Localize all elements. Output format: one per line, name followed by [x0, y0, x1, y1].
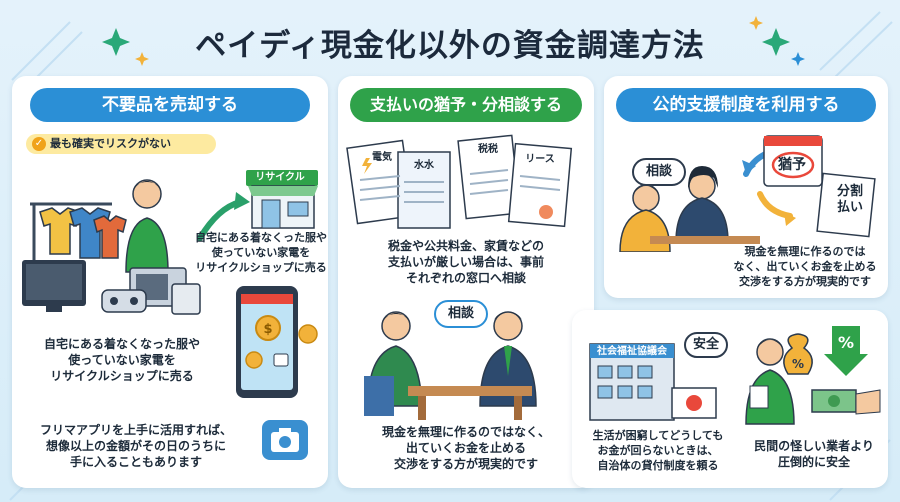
welfare-text: 生活が困窮してどうしてもお金が回らないときは、自治体の貸付制度を頼る — [592, 429, 724, 472]
advisor-icon — [675, 166, 729, 243]
recycle-shop-icon — [246, 170, 318, 229]
panel-header: 不要品を売却する — [30, 88, 310, 122]
consult-bubble: 相談 — [434, 300, 488, 328]
person-icon — [745, 338, 795, 425]
svg-text:$: $ — [263, 322, 272, 337]
consult-bubble: 相談 — [632, 158, 686, 186]
safety-text: 民間の怪しい業者より圧倒的に安全 — [754, 439, 874, 469]
panel-header: 支払いの猶予・分相談する — [350, 88, 582, 122]
page-title: ペイディ現金化以外の資金調達方法 — [195, 28, 705, 64]
building-sign: 社会福祉協議会 — [597, 346, 667, 357]
doc-label-lease: リース — [525, 154, 555, 165]
person-icon — [125, 179, 169, 273]
badge: ✓ 最も確実でリスクがない — [26, 134, 216, 154]
installment-label: 分割払い — [836, 184, 863, 215]
shop-sign: リサイクル — [255, 172, 305, 183]
sell-text-middle: 自宅にある着なくなった服や使っていない家電をリサイクルショップに売る — [43, 337, 200, 383]
support-text: 現金を無理に作るのではなく、出ていくお金を止める交渉をする方が現実的です — [733, 245, 877, 288]
cash-icon — [811, 389, 881, 415]
welfare-illustration: % % — [589, 326, 881, 425]
check-icon: ✓ — [32, 137, 46, 151]
badge-label: 最も確実でリスクがない — [50, 137, 171, 150]
bill-document-icon — [346, 134, 573, 229]
panel-payment-deferral: 支払いの猶予・分相談する 電気 水水 税税 リース 税金や公共料金、家賃などの支… — [338, 76, 594, 488]
deferral-text-bottom: 現金を無理に作るのではなく、出ていくお金を止める交渉をする方が現実的です — [381, 425, 550, 471]
doc-label-water: 水水 — [414, 160, 434, 171]
safety-bubble: 安全 — [684, 332, 728, 358]
panel-sell-items: 不要品を売却する ✓ 最も確実でリスクがない — [12, 76, 328, 488]
smartphone-icon: $ — [236, 286, 318, 398]
sell-text-top: 自宅にある着なくった服や使っていない家電をリサイクルショップに売る — [195, 231, 327, 274]
doc-label-tax: 税税 — [478, 144, 498, 155]
deferral-text-top: 税金や公共料金、家賃などの支払いが厳しい場合は、事前それぞれの窓口へ相談 — [387, 239, 544, 285]
tv-icon — [22, 260, 86, 312]
doc-label-electric: 電気 — [372, 152, 392, 163]
bills-illustration — [346, 134, 573, 229]
panel1-illustration: $ — [22, 170, 318, 398]
building-icon — [589, 343, 717, 421]
support-illustration — [619, 135, 876, 252]
money-bag-icon: % — [783, 333, 813, 375]
svg-text:%: % — [838, 333, 854, 352]
appliance-icon — [101, 267, 201, 315]
panel-public-support: 公的支援制度を利用する 相談 猶予 分割払い 現金を無理に作るのではなく、出てい… — [604, 76, 888, 298]
sell-text-bottom: フリマアプリを上手に活用すれば、想像以上の金額がその日のうちに手に入ることもあり… — [39, 423, 232, 469]
panel-welfare-loan: % % 社会福祉協議会 安全 生活が困窮してどうしてもお金が回らないときは、自治… — [572, 310, 888, 488]
camera-icon — [262, 420, 308, 460]
consultation-illustration — [364, 311, 537, 420]
person-icon — [364, 311, 423, 416]
stamp-label: 猶予 — [778, 157, 806, 173]
panel-header: 公的支援制度を利用する — [616, 88, 876, 122]
down-arrow-icon: % — [824, 326, 868, 376]
calendar-icon — [763, 135, 823, 187]
document-icon — [816, 172, 876, 238]
clothes-icon — [30, 202, 127, 274]
svg-text:%: % — [792, 357, 804, 371]
sparkle-icon — [102, 16, 805, 66]
